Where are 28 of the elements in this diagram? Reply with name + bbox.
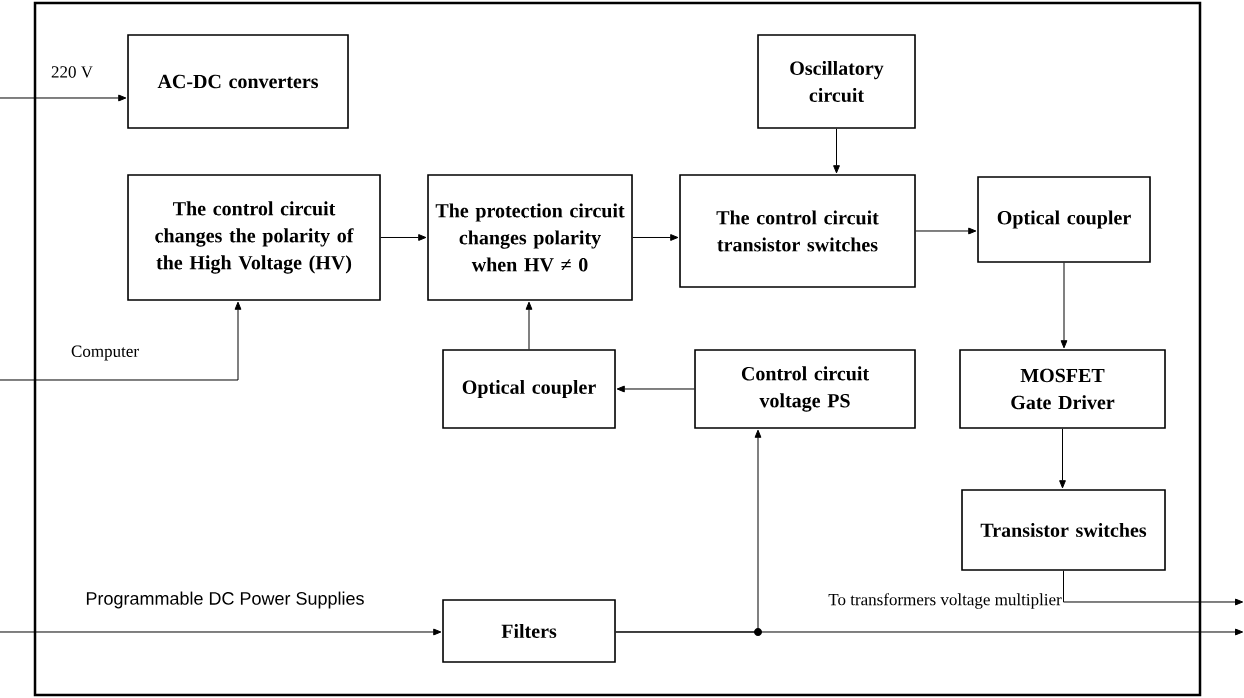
block-box: Control circuit voltage PS <box>694 349 916 429</box>
block-box: Filters <box>442 599 616 663</box>
arrow <box>632 234 679 241</box>
block-box: AC-DC converters <box>127 34 349 129</box>
arrow <box>615 628 1244 636</box>
block-box: The protection circuit changes polarity when HV ≠ 0 <box>427 174 633 301</box>
edge-label: Computer <box>70 344 140 362</box>
arrow <box>380 234 427 241</box>
edge-label: 220 V <box>50 65 95 79</box>
block-box: Optical coupler <box>977 176 1151 263</box>
block-box: Transistor switches <box>961 489 1166 571</box>
arrow <box>0 628 442 636</box>
arrow <box>833 128 840 174</box>
block-box: Optical coupler <box>442 349 616 429</box>
arrow <box>0 301 242 381</box>
arrow <box>616 385 695 393</box>
arrow <box>525 301 533 350</box>
block-box: The control circuit transistor switches <box>679 174 916 288</box>
block-box: The control circuit changes the polarity of the High Voltage (HV) <box>127 174 381 301</box>
arrow <box>1063 570 1244 606</box>
block-box: MOSFET Gate Driver <box>959 349 1166 429</box>
arrow <box>1059 428 1066 489</box>
edge-label: Programmable DC Power Supplies <box>84 590 366 610</box>
arrow <box>1060 262 1068 349</box>
edge-label: To transformers voltage multiplier <box>827 592 1063 610</box>
block-box: Oscillatory circuit <box>757 34 916 129</box>
arrow <box>915 227 977 235</box>
arrow <box>0 94 127 102</box>
